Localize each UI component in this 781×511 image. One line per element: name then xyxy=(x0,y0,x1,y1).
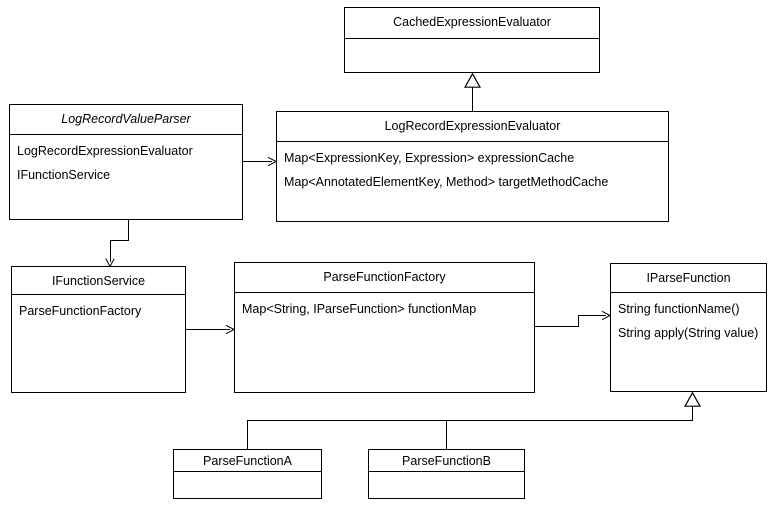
class-box-cached-expression-evaluator[interactable]: CachedExpressionEvaluator xyxy=(344,7,600,73)
class-attributes-log-record-expression-evaluator: Map<ExpressionKey, Expression> expressio… xyxy=(277,142,668,221)
class-attribute: String apply(String value) xyxy=(618,325,759,340)
class-attribute: Map<AnnotatedElementKey, Method> targetM… xyxy=(284,174,609,189)
class-attributes-ifunction-service: ParseFunctionFactory xyxy=(12,295,185,392)
class-title-parse-function-factory: ParseFunctionFactory xyxy=(235,263,534,293)
class-attribute: String functionName() xyxy=(618,302,740,316)
class-attributes-parse-function-b xyxy=(369,472,524,498)
class-title-ifunction-service: IFunctionService xyxy=(12,267,185,295)
class-attributes-parse-function-factory: Map<String, IParseFunction> functionMap xyxy=(235,293,534,392)
class-attribute: IFunctionService xyxy=(17,167,111,182)
class-box-iparse-function[interactable]: IParseFunction String functionName() Str… xyxy=(610,263,767,392)
class-box-log-record-value-parser[interactable]: LogRecordValueParser LogRecordExpression… xyxy=(9,104,243,220)
class-attribute: Map<String, IParseFunction> functionMap xyxy=(242,302,477,316)
generalization-triangle-icon xyxy=(464,73,481,88)
class-box-log-record-expression-evaluator[interactable]: LogRecordExpressionEvaluator Map<Express… xyxy=(276,111,669,222)
class-title-parse-function-b: ParseFunctionB xyxy=(369,450,524,472)
class-attributes-cached-expression-evaluator xyxy=(345,39,599,72)
class-attribute: ParseFunctionFactory xyxy=(19,304,142,318)
class-title-iparse-function: IParseFunction xyxy=(611,264,766,293)
class-attributes-log-record-value-parser: LogRecordExpressionEvaluator IFunctionSe… xyxy=(10,135,242,219)
class-attributes-parse-function-a xyxy=(174,472,321,498)
class-title-parse-function-a: ParseFunctionA xyxy=(174,450,321,472)
class-box-parse-function-a[interactable]: ParseFunctionA xyxy=(173,449,322,499)
class-attribute: Map<ExpressionKey, Expression> expressio… xyxy=(284,151,575,165)
class-title-log-record-value-parser: LogRecordValueParser xyxy=(10,105,242,135)
class-box-ifunction-service[interactable]: IFunctionService ParseFunctionFactory xyxy=(11,266,186,393)
class-attributes-iparse-function: String functionName() String apply(Strin… xyxy=(611,293,766,391)
class-attribute: LogRecordExpressionEvaluator xyxy=(17,144,193,158)
class-box-parse-function-factory[interactable]: ParseFunctionFactory Map<String, IParseF… xyxy=(234,262,535,393)
class-title-cached-expression-evaluator: CachedExpressionEvaluator xyxy=(345,8,599,39)
generalization-triangle-icon xyxy=(684,392,701,407)
class-box-parse-function-b[interactable]: ParseFunctionB xyxy=(368,449,525,499)
class-title-log-record-expression-evaluator: LogRecordExpressionEvaluator xyxy=(277,112,668,142)
